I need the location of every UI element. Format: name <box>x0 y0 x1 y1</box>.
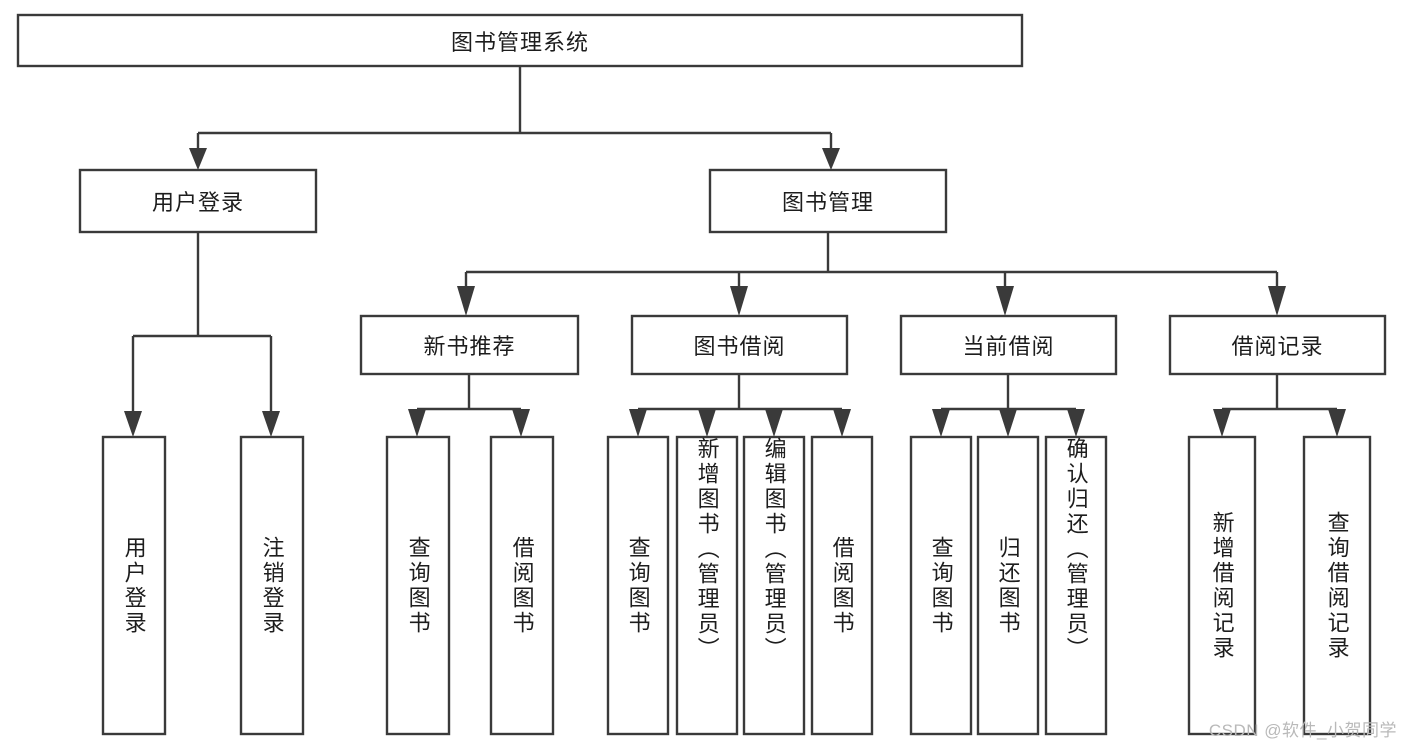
arrow-bb-leaf3 <box>765 409 783 437</box>
node-root[interactable] <box>16 13 1024 68</box>
node-current-borrow[interactable] <box>899 314 1118 376</box>
leaf-new-book-1[interactable] <box>489 435 555 736</box>
arrow-cb-leaf3 <box>1067 409 1085 437</box>
arrow-user-login-leaf1 <box>124 411 142 437</box>
arrow-cb-leaf2 <box>999 409 1017 437</box>
leaf-borrow-record-1[interactable] <box>1302 435 1372 736</box>
leaf-current-borrow-2[interactable] <box>1044 435 1108 736</box>
leaf-user-login-0[interactable] <box>101 435 167 736</box>
arrow-nbr-leaf2 <box>512 409 530 437</box>
leaf-book-borrow-1[interactable] <box>675 435 739 736</box>
arrow-bm-to-borrow-record <box>1268 286 1286 316</box>
arrow-bb-leaf4 <box>833 409 851 437</box>
leaf-book-borrow-3[interactable] <box>810 435 874 736</box>
arrow-nbr-leaf1 <box>408 409 426 437</box>
node-new-book-recommend[interactable] <box>359 314 580 376</box>
leaf-user-login-1[interactable] <box>239 435 305 736</box>
arrow-bm-to-current-borrow <box>996 286 1014 316</box>
arrow-root-to-book-manage <box>822 148 840 170</box>
arrow-root-to-user-login <box>189 148 207 170</box>
arrow-bb-leaf1 <box>629 409 647 437</box>
node-book-borrow[interactable] <box>630 314 849 376</box>
leaf-book-borrow-0[interactable] <box>606 435 670 736</box>
arrow-bm-to-book-borrow <box>730 286 748 316</box>
leaf-borrow-record-0[interactable] <box>1187 435 1257 736</box>
leaf-current-borrow-1[interactable] <box>976 435 1040 736</box>
arrow-user-login-leaf2 <box>262 411 280 437</box>
arrow-bm-to-new-book <box>457 286 475 316</box>
leaf-book-borrow-2[interactable] <box>742 435 806 736</box>
leaf-current-borrow-0[interactable] <box>909 435 973 736</box>
csdn-watermark: CSDN @软件_小贺同学 <box>1208 721 1397 740</box>
node-book-manage[interactable] <box>708 168 948 234</box>
node-user-login[interactable] <box>78 168 318 234</box>
node-borrow-record[interactable] <box>1168 314 1387 376</box>
arrow-br-leaf1 <box>1213 409 1231 437</box>
arrow-cb-leaf1 <box>932 409 950 437</box>
arrow-br-leaf2 <box>1328 409 1346 437</box>
arrow-bb-leaf2 <box>698 409 716 437</box>
leaf-new-book-0[interactable] <box>385 435 451 736</box>
